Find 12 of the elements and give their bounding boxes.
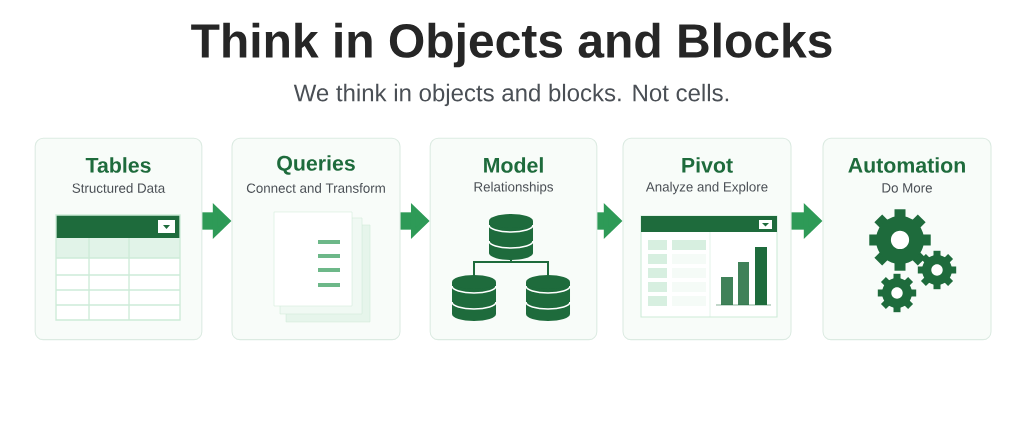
card-subtitle: Structured Data (72, 183, 166, 193)
card-heading: Automation (848, 157, 965, 173)
card-heading: Pivot (682, 157, 733, 173)
card-subtitle: Relationships (474, 181, 554, 195)
card-heading: Queries (277, 155, 355, 175)
card-heading: Model (484, 157, 543, 173)
subtitle: We think in objects and blocks. Not cells. (293, 83, 729, 107)
card-subtitle: Do More (882, 183, 932, 193)
card-subtitle: Connect and Transform (246, 183, 385, 193)
card-subtitle: Analyze and Explore (645, 181, 768, 195)
title: Think in Objects and Blocks (191, 22, 832, 68)
card-heading: Tables (85, 157, 151, 173)
